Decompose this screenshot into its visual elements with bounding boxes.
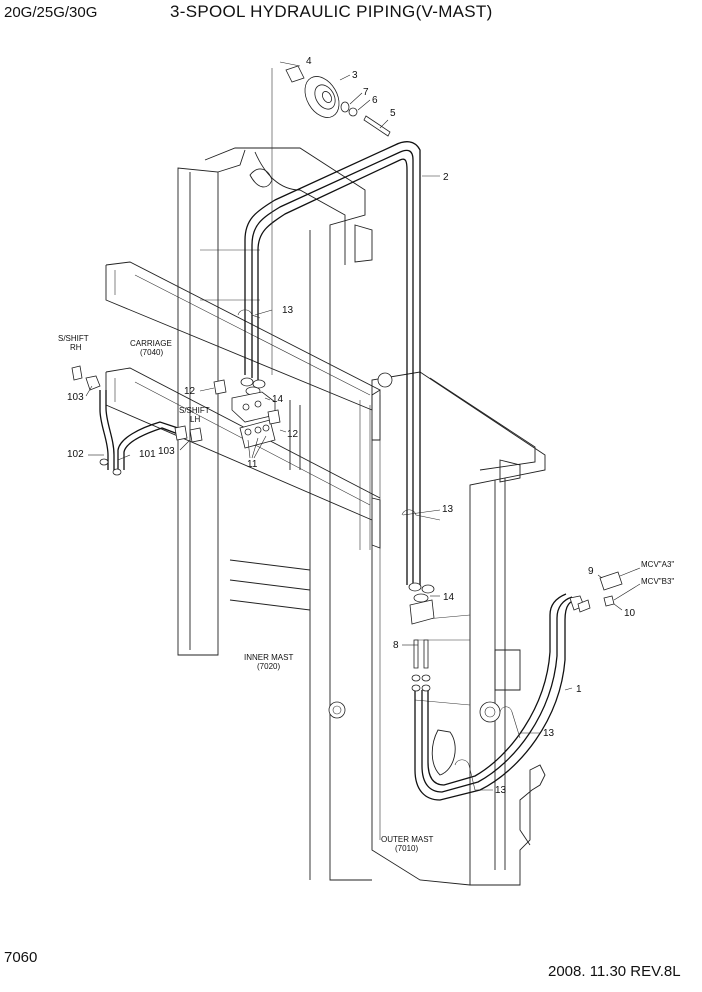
callout-13c: 13 bbox=[543, 728, 555, 739]
mcv-b3-label: MCV"B3" bbox=[641, 577, 674, 586]
callout-13d: 13 bbox=[495, 785, 507, 796]
callout-102: 102 bbox=[67, 449, 84, 460]
page-number: 7060 bbox=[4, 949, 37, 966]
carriage-label-1: CARRIAGE bbox=[130, 339, 172, 348]
callout-4: 4 bbox=[306, 56, 312, 67]
callout-12b: 12 bbox=[287, 429, 299, 440]
callout-13a: 13 bbox=[282, 305, 294, 316]
sshift-rh-label-2: RH bbox=[70, 343, 82, 352]
pin-4 bbox=[285, 65, 305, 83]
diagram-title: 3-SPOOL HYDRAULIC PIPING(V-MAST) bbox=[170, 2, 493, 21]
outer-mast bbox=[371, 371, 546, 886]
leader-lines bbox=[85, 61, 641, 791]
mcv-a3-label: MCV"A3" bbox=[641, 560, 674, 569]
callout-5: 5 bbox=[390, 108, 396, 119]
mast-pin bbox=[377, 372, 393, 388]
callout-10: 10 bbox=[624, 608, 636, 619]
sshift-lh-label-2: LH bbox=[190, 415, 200, 424]
callout-13b: 13 bbox=[442, 504, 454, 515]
callout-2: 2 bbox=[443, 172, 449, 183]
adapter-10 bbox=[603, 595, 615, 607]
callout-14b: 14 bbox=[443, 592, 455, 603]
hose-1 bbox=[414, 593, 579, 801]
tube-8a bbox=[413, 639, 419, 669]
callout-7: 7 bbox=[363, 87, 369, 98]
callout-3: 3 bbox=[352, 70, 358, 81]
callout-6: 6 bbox=[372, 95, 378, 106]
callout-8: 8 bbox=[393, 640, 399, 651]
tube-8b bbox=[423, 639, 429, 669]
model-label: 20G/25G/30G bbox=[4, 4, 97, 21]
callout-103a: 103 bbox=[67, 392, 84, 403]
fittings bbox=[71, 309, 623, 791]
inner-mast bbox=[177, 147, 373, 881]
callout-103b: 103 bbox=[158, 446, 175, 457]
sheave-assembly bbox=[271, 65, 391, 375]
cap-12-lower bbox=[267, 409, 281, 425]
callout-12a: 12 bbox=[184, 386, 196, 397]
inner-mast-label-1: INNER MAST bbox=[244, 653, 293, 662]
nut-6 bbox=[348, 107, 358, 117]
cap-12-upper bbox=[213, 379, 227, 395]
clamp-13-c bbox=[499, 706, 521, 739]
area-labels: S/SHIFT RH S/SHIFT LH CARRIAGE (7040) IN… bbox=[58, 334, 674, 853]
sshift-rh-label-1: S/SHIFT bbox=[58, 334, 89, 343]
revision-date: 2008. 11.30 REV.8L bbox=[548, 963, 681, 980]
callout-11: 11 bbox=[247, 459, 258, 470]
elbow-103-lh bbox=[189, 427, 203, 443]
callout-numbers: 1 2 3 4 5 6 7 8 9 10 11 12 12 13 13 13 1… bbox=[67, 56, 636, 796]
callout-14a: 14 bbox=[272, 394, 284, 405]
sshift-rh-fitting bbox=[71, 365, 83, 381]
mast-roller bbox=[328, 701, 346, 719]
adapter-9 bbox=[599, 571, 623, 591]
inner-mast-label-2: (7020) bbox=[257, 662, 280, 671]
carriage-label-2: (7040) bbox=[140, 348, 163, 357]
sshift-lh-label-1: S/SHIFT bbox=[179, 406, 210, 415]
outer-mast-label-2: (7010) bbox=[395, 844, 418, 853]
outer-mast-label-1: OUTER MAST bbox=[381, 835, 434, 844]
hose-2 bbox=[244, 141, 421, 585]
callout-1: 1 bbox=[576, 684, 582, 695]
clamp-13-d bbox=[454, 759, 476, 791]
callout-101: 101 bbox=[139, 449, 156, 460]
clamp-13-b bbox=[401, 509, 441, 521]
washer-7 bbox=[340, 101, 350, 113]
bolt-5 bbox=[363, 115, 391, 137]
roller bbox=[479, 701, 501, 723]
callout-9: 9 bbox=[588, 566, 594, 577]
elbow-103-rh bbox=[85, 375, 101, 391]
clamp-13-a bbox=[237, 309, 261, 319]
